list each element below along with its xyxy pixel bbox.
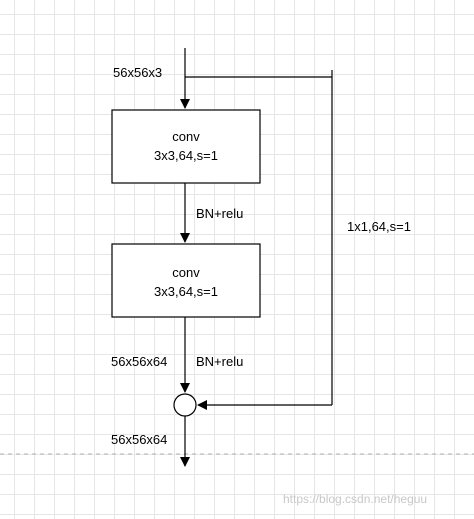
- add-node: [173, 393, 197, 417]
- conv-block-2: conv 3x3,64,s=1: [111, 243, 261, 318]
- bn-relu-label-1: BN+relu: [196, 206, 243, 221]
- shortcut-connection: [185, 70, 333, 410]
- conv-box-1-params: 3x3,64,s=1: [154, 148, 218, 163]
- input-label: 56x56x3: [113, 65, 162, 80]
- watermark-text: https://blog.csdn.net/heguu: [283, 492, 427, 506]
- conv-box-1: [111, 109, 261, 184]
- conv-box-2-title: conv: [172, 265, 200, 280]
- conv2-output-shape-label: 56x56x64: [111, 354, 167, 369]
- conv-block-1: conv 3x3,64,s=1: [111, 109, 261, 184]
- bn-relu-label-2: BN+relu: [196, 354, 243, 369]
- output-shape-label: 56x56x64: [111, 432, 167, 447]
- conv-box-2-params: 3x3,64,s=1: [154, 284, 218, 299]
- conv-box-1-title: conv: [172, 129, 200, 144]
- shortcut-label: 1x1,64,s=1: [347, 219, 411, 234]
- conv-box-2: [111, 243, 261, 318]
